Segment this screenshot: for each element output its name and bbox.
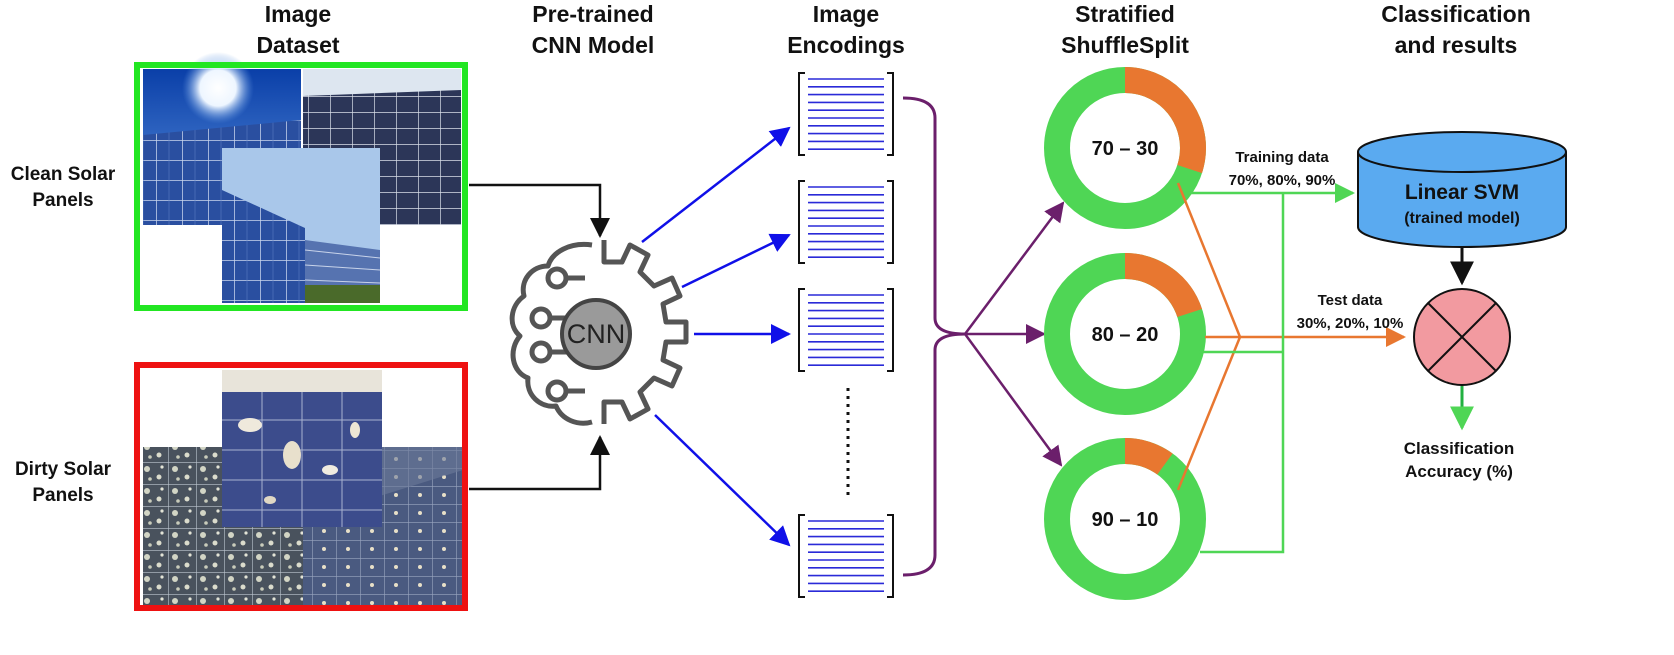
ring-test-arc — [1044, 438, 1206, 600]
header-cnn-line1: Pre-trained — [532, 1, 653, 27]
header-cnn: Pre-trained CNN Model — [532, 1, 655, 58]
arrow-to-split-70-30 — [963, 201, 1065, 335]
encoding-brace — [902, 96, 966, 577]
test-data-lines — [1176, 182, 1406, 491]
svm-title: Linear SVM — [1405, 181, 1519, 204]
label-clean-line1: Clean Solar — [11, 164, 116, 185]
encoding-bracket-right — [887, 180, 894, 264]
split-rings: 70 – 30 80 – 20 90 – 10 — [1044, 67, 1206, 600]
header-encodings: Image Encodings — [787, 1, 905, 58]
accuracy-label: Classification Accuracy (%) — [1404, 439, 1515, 481]
header-dataset-line2: Dataset — [256, 32, 339, 58]
header-results-line2: and results — [1395, 32, 1518, 58]
arrow-dirty-to-cnn — [469, 435, 610, 491]
encoding-bracket-left — [798, 180, 805, 264]
svm-subtitle: (trained model) — [1404, 210, 1520, 227]
arrow-cnn-to-encoding-2 — [681, 233, 791, 289]
cnn-to-encoding-arrows — [641, 126, 791, 547]
label-dirty-line2: Panels — [32, 485, 93, 506]
dirty-panel-border — [134, 362, 468, 611]
encoding-bracket-left — [798, 514, 805, 598]
arrow-clean-to-cnn — [469, 183, 610, 238]
test-line-90-10 — [1176, 336, 1242, 491]
label-dirty-panels: Dirty Solar Panels — [15, 459, 112, 506]
clean-photo-tilted — [222, 148, 381, 303]
cnn-label: CNN — [567, 319, 626, 349]
training-data-lines — [1188, 183, 1355, 554]
header-encodings-line2: Encodings — [787, 32, 905, 58]
accuracy-line1: Classification — [1404, 439, 1515, 458]
encoding-vector — [798, 288, 894, 372]
arrow-cnn-to-encoding-4 — [654, 414, 791, 547]
encoding-bracket-right — [887, 514, 894, 598]
cnn-gear-icon — [509, 240, 689, 426]
ring-test-arc — [1044, 67, 1206, 229]
accuracy-line2: Accuracy (%) — [1405, 462, 1513, 481]
header-dataset: Image Dataset — [256, 1, 339, 58]
training-data-values: 70%, 80%, 90% — [1229, 172, 1336, 189]
ring-label: 90 – 10 — [1092, 509, 1159, 531]
header-split-line1: Stratified — [1075, 1, 1175, 27]
brain-circuit-icon — [509, 241, 593, 426]
split-ring: 80 – 20 — [1044, 253, 1206, 415]
encoding-vector — [798, 180, 894, 264]
header-cnn-line2: CNN Model — [532, 32, 655, 58]
split-ring: 70 – 30 — [1044, 67, 1206, 229]
label-dirty-line1: Dirty Solar — [15, 459, 112, 480]
split-ring: 90 – 10 — [1044, 438, 1206, 600]
training-data-title: Training data — [1235, 149, 1329, 166]
encoding-vector — [798, 72, 894, 156]
train-line-trunk — [1200, 193, 1285, 554]
test-data-label: Test data 30%, 20%, 10% — [1297, 292, 1404, 332]
encoding-vector — [798, 514, 894, 598]
header-results-line1: Classification — [1381, 1, 1531, 27]
test-line-70-30 — [1176, 182, 1242, 338]
test-data-values: 30%, 20%, 10% — [1297, 315, 1404, 332]
clean-panel-images — [134, 52, 468, 311]
dirty-panel-images — [134, 362, 468, 611]
ring-label: 70 – 30 — [1092, 138, 1159, 160]
header-results: Classification and results — [1381, 1, 1531, 58]
encoding-vectors — [798, 72, 894, 598]
ring-label: 80 – 20 — [1092, 324, 1159, 346]
cross-circle-icon — [1413, 288, 1511, 386]
arrow-cnn-to-encoding-1 — [641, 126, 791, 243]
training-data-label: Training data 70%, 80%, 90% — [1229, 149, 1336, 189]
label-clean-line2: Panels — [32, 190, 93, 211]
label-clean-panels: Clean Solar Panels — [11, 164, 116, 211]
header-encodings-line1: Image — [813, 1, 879, 27]
encoding-bracket-left — [798, 288, 805, 372]
arrow-to-split-90-10 — [963, 333, 1063, 467]
test-data-title: Test data — [1318, 292, 1383, 309]
clean-panel-border — [134, 62, 468, 311]
header-split: Stratified ShuffleSplit — [1061, 1, 1189, 58]
header-dataset-line1: Image — [265, 1, 331, 27]
ring-test-arc — [1044, 253, 1206, 415]
split-arrows — [963, 201, 1065, 467]
encoding-bracket-right — [887, 288, 894, 372]
dirty-photo-stained — [222, 370, 382, 527]
encoding-bracket-left — [798, 72, 805, 156]
svm-cylinder-icon — [1357, 131, 1567, 248]
header-split-line2: ShuffleSplit — [1061, 32, 1189, 58]
encoding-bracket-right — [887, 72, 894, 156]
